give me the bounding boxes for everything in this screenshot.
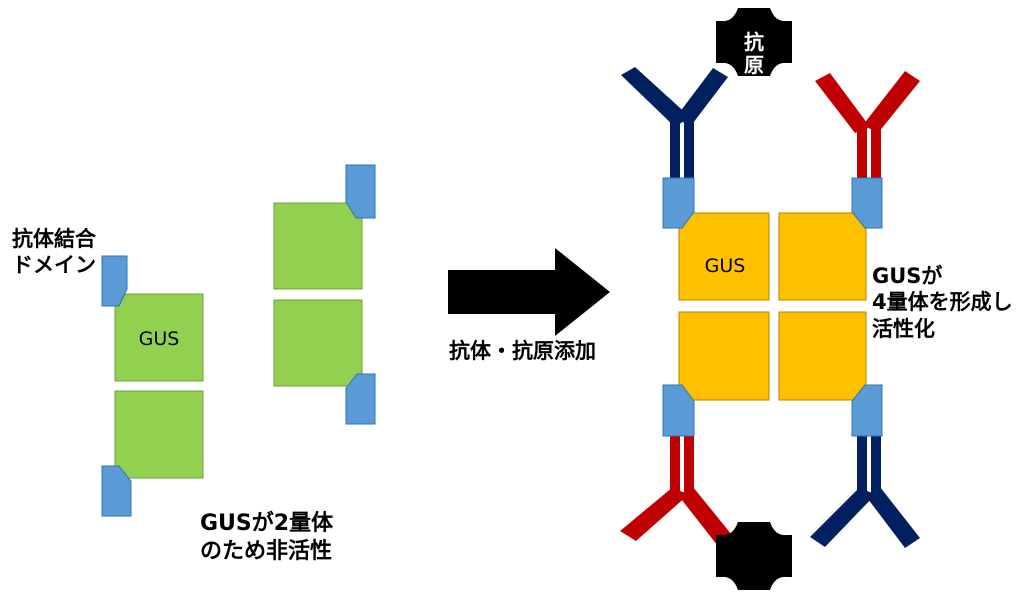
gus-tetramer: GUS — [678, 212, 867, 401]
antigen-bottom — [716, 522, 792, 590]
antibody-bottom-left — [620, 436, 736, 550]
binding-domain-8 — [851, 384, 883, 437]
dimer-note-line-1: GUSが2量体 — [200, 511, 334, 536]
binding-domain-6 — [851, 177, 883, 229]
binding-domain-4 — [345, 373, 376, 425]
gus-monomer-4 — [273, 299, 363, 387]
binding-domain-label-line-2: ドメイン — [12, 253, 96, 278]
tetramer-note: GUSが 4量体を形成し 活性化 — [872, 263, 1013, 342]
gus-active-4 — [778, 311, 867, 401]
gus-dimer-left: GUS — [101, 255, 204, 517]
binding-domain-5 — [662, 177, 695, 229]
gus-label-left: GUS — [139, 328, 180, 350]
tetramer-note-line-2: 4量体を形成し — [872, 290, 1013, 315]
tetramer-note-line-1: GUSが — [872, 264, 943, 288]
dimer-note: GUSが2量体 のため非活性 — [200, 510, 333, 565]
tetramer-note-line-3: 活性化 — [872, 316, 935, 341]
gus-active-2 — [778, 212, 867, 301]
binding-domain-1 — [101, 255, 128, 307]
gus-dimer-right — [273, 164, 376, 425]
gus-monomer-3 — [273, 202, 363, 290]
dimer-note-line-2: のため非活性 — [200, 538, 333, 564]
binding-domain-label-line-1: 抗体結合 — [12, 227, 96, 251]
antigen-label-1: 抗 — [744, 30, 764, 54]
gus-active-3 — [678, 311, 770, 401]
antigen-top — [716, 8, 792, 76]
antigen-label-2: 原 — [744, 53, 764, 77]
gus-label-right: GUS — [705, 255, 746, 277]
right-arrow-icon — [448, 248, 610, 336]
gus-monomer-2 — [114, 390, 204, 479]
action-label: 抗体・抗原添加 — [449, 339, 596, 363]
antibody-bottom-right — [810, 436, 920, 548]
binding-domain-3 — [345, 164, 376, 219]
binding-domain-label: 抗体結合 ドメイン — [12, 226, 96, 279]
antibody-top-left — [621, 67, 728, 178]
antibody-top-right — [815, 71, 920, 180]
binding-domain-2 — [101, 465, 132, 517]
binding-domain-7 — [662, 384, 695, 437]
